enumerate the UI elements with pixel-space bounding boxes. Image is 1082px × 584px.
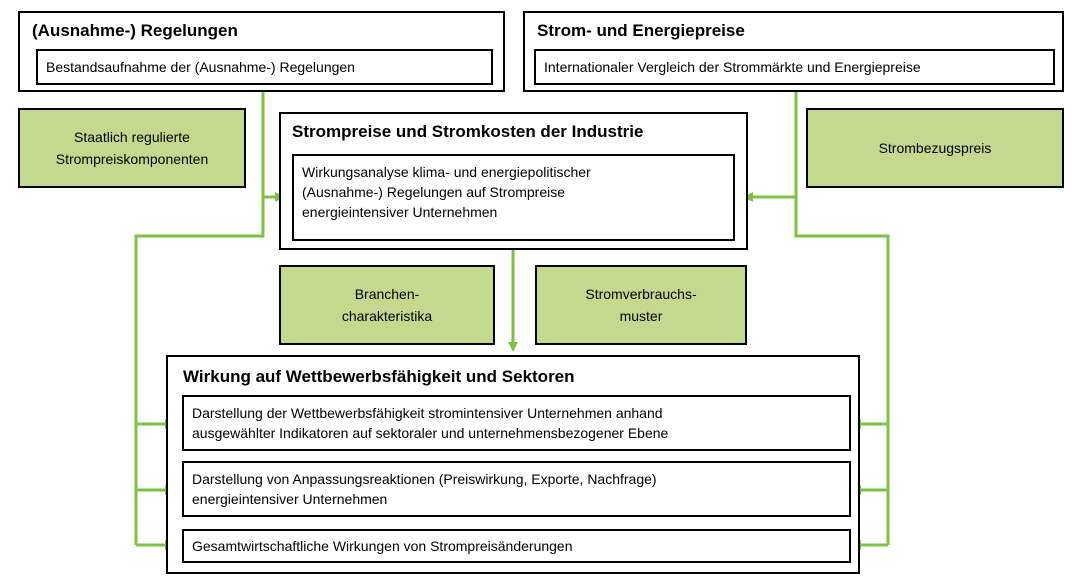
- box-strom-energiepreise: Strom- und Energiepreise Internationaler…: [523, 11, 1064, 92]
- stromkosten-line-2: (Ausnahme-) Regelungen auf Strompreise: [302, 184, 566, 200]
- verbrauch-line-2: muster: [619, 308, 663, 324]
- verbrauch-line-1: Stromverbrauchs-: [585, 286, 697, 302]
- staatlich-line-2: Strompreiskomponenten: [55, 151, 209, 167]
- box-strompreise-title: Strom- und Energiepreise: [537, 21, 745, 40]
- box-stromkosten-industrie: Strompreise und Stromkosten der Industri…: [279, 112, 748, 250]
- wettbewerb-item-1-line-1: Darstellung der Wettbewerbsfähigkeit str…: [192, 405, 663, 421]
- box-wettbewerb-title: Wirkung auf Wettbewerbsfähigkeit und Sek…: [183, 367, 575, 386]
- branchen-line-2: charakteristika: [341, 308, 433, 324]
- box-stromkosten-title: Strompreise und Stromkosten der Industri…: [292, 122, 644, 141]
- wettbewerb-item-3-line-1: Gesamtwirtschaftliche Wirkungen von Stro…: [192, 538, 573, 554]
- arrow-strompreise-to-stromkosten: [743, 86, 798, 202]
- wettbewerb-item-3: Gesamtwirtschaftliche Wirkungen von Stro…: [182, 529, 851, 563]
- branchen-line-1: Branchen-: [354, 286, 420, 302]
- box-ausnahme-inner: Bestandsaufnahme der (Ausnahme-) Regelun…: [36, 49, 493, 85]
- box-wettbewerb-sektoren: Wirkung auf Wettbewerbsfähigkeit und Sek…: [166, 355, 860, 574]
- box-stromverbrauchsmuster: Stromverbrauchs- muster: [535, 265, 747, 345]
- line-left-branch: [134, 197, 265, 545]
- box-strompreise-inner: Internationaler Vergleich der Strommärkt…: [534, 49, 1055, 85]
- wettbewerb-item-2-line-2: energieintensiver Unternehmen: [192, 491, 388, 507]
- box-ausnahme-regelungen: (Ausnahme-) Regelungen Bestandsaufnahme …: [18, 11, 505, 92]
- line-right-branch: [794, 197, 890, 545]
- stromkosten-line-3: energieintensiver Unternehmen: [302, 204, 498, 220]
- box-ausnahme-title: (Ausnahme-) Regelungen: [32, 21, 238, 40]
- box-strombezugspreis: Strombezugspreis: [806, 108, 1064, 188]
- box-branchencharakteristika: Branchen- charakteristika: [279, 265, 495, 345]
- box-stromkosten-inner: Wirkungsanalyse klima- und energiepoliti…: [292, 154, 735, 241]
- wettbewerb-item-1-line-2: ausgewählter Indikatoren auf sektoraler …: [192, 425, 669, 441]
- wettbewerb-item-2: Darstellung von Anpassungsreaktionen (Pr…: [182, 461, 851, 517]
- wettbewerb-item-1: Darstellung der Wettbewerbsfähigkeit str…: [182, 395, 851, 451]
- staatlich-line-1: Staatlich regulierte: [74, 129, 190, 145]
- box-staatlich-regulierte: Staatlich regulierte Strompreiskomponent…: [18, 108, 246, 188]
- wettbewerb-item-2-line-1: Darstellung von Anpassungsreaktionen (Pr…: [192, 471, 657, 487]
- strombezug-line-1: Strombezugspreis: [878, 140, 992, 156]
- stromkosten-line-1: Wirkungsanalyse klima- und energiepoliti…: [302, 164, 591, 180]
